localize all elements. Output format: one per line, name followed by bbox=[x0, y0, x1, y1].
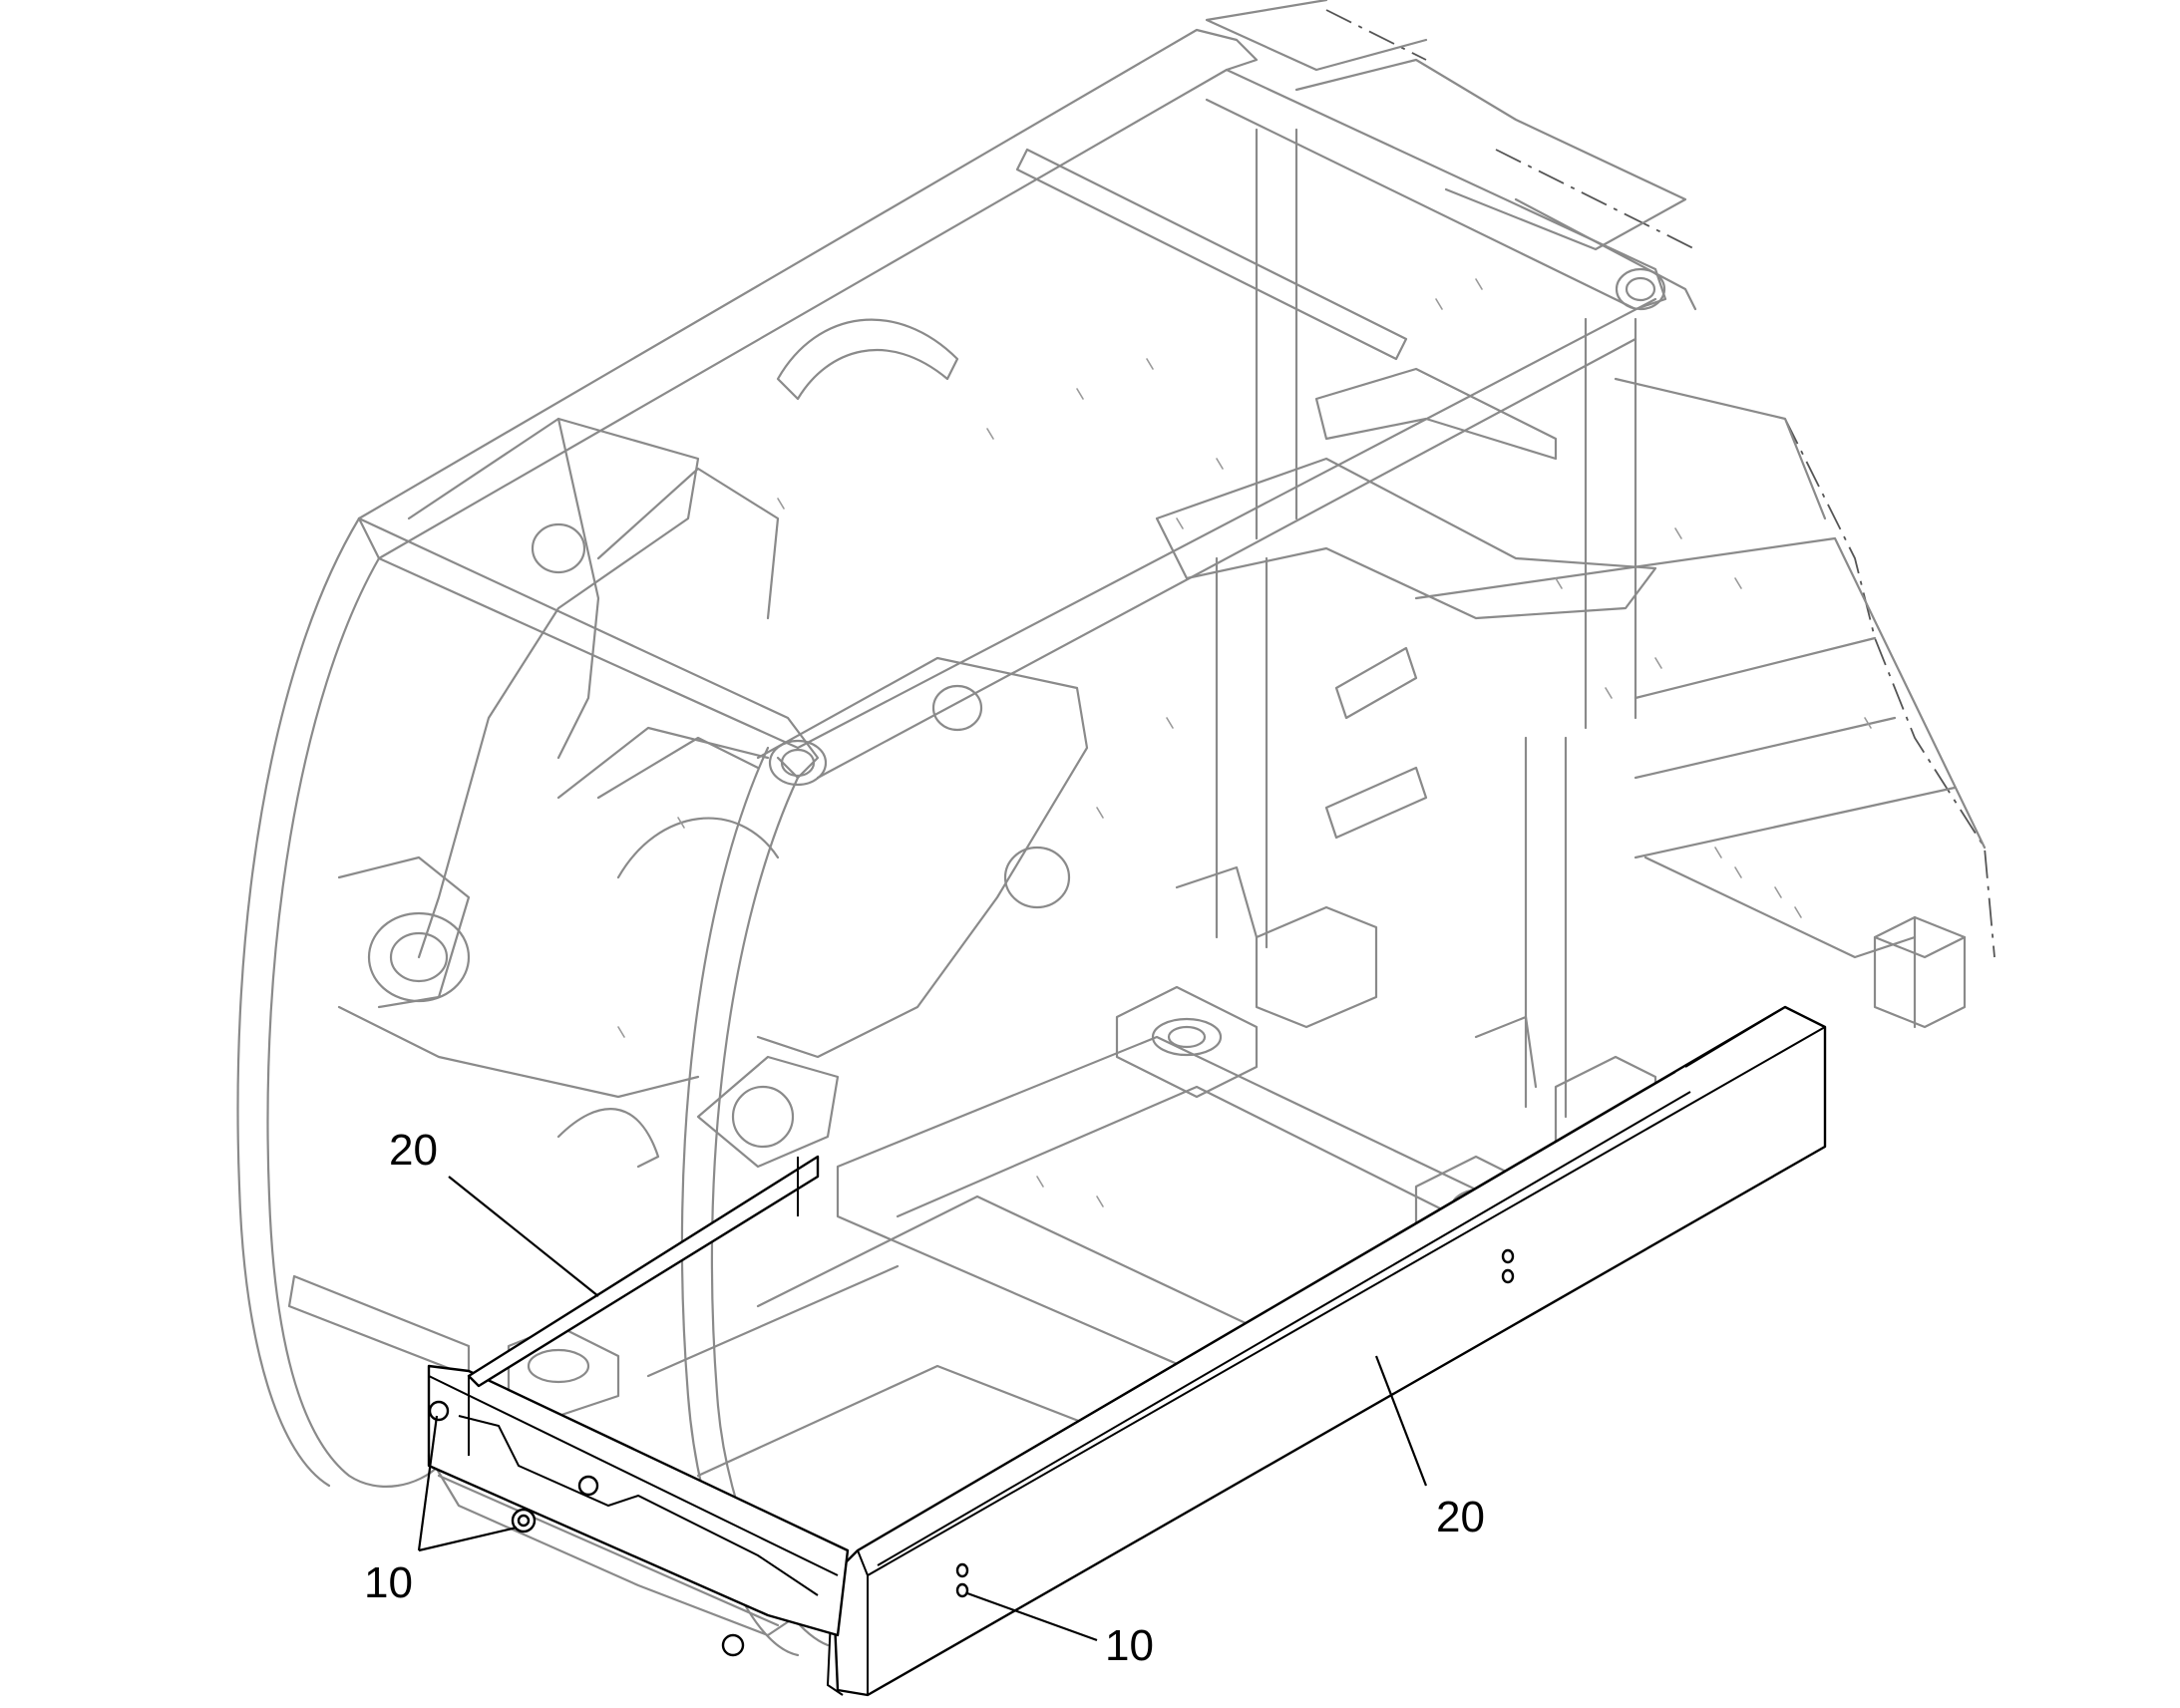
break-line-right bbox=[1784, 418, 1996, 958]
bolt-icon bbox=[721, 1633, 745, 1657]
break-line-right-upper bbox=[1495, 149, 1696, 250]
bolts bbox=[428, 1248, 1515, 1657]
side-cover-short bbox=[427, 1155, 850, 1637]
callout-10-left: 10 bbox=[364, 1558, 413, 1607]
leader-20-lower bbox=[1374, 1355, 1428, 1487]
leader-10-left-b bbox=[418, 1526, 518, 1552]
callout-20-upper: 20 bbox=[389, 1126, 438, 1175]
bolt-hole-icon bbox=[1501, 1268, 1515, 1284]
bolt-hole-icon bbox=[955, 1582, 969, 1598]
leader-lines bbox=[417, 1176, 1428, 1642]
bolt-hole-icon bbox=[955, 1562, 969, 1578]
bolt-icon bbox=[517, 1514, 531, 1528]
bolt-icon bbox=[577, 1475, 599, 1497]
cab-frame-ghost bbox=[236, 0, 1996, 1657]
leader-10-right bbox=[966, 1591, 1098, 1642]
leader-20-upper bbox=[448, 1176, 599, 1297]
leader-10-left-a bbox=[417, 1415, 439, 1551]
bolt-hole-icon bbox=[1501, 1248, 1515, 1264]
bolt-icon bbox=[428, 1400, 450, 1422]
callout-10-right: 10 bbox=[1105, 1621, 1154, 1670]
callouts: 20 20 10 10 bbox=[364, 1126, 1485, 1670]
break-line-top bbox=[1325, 9, 1427, 61]
callout-20-lower: 20 bbox=[1436, 1493, 1485, 1541]
